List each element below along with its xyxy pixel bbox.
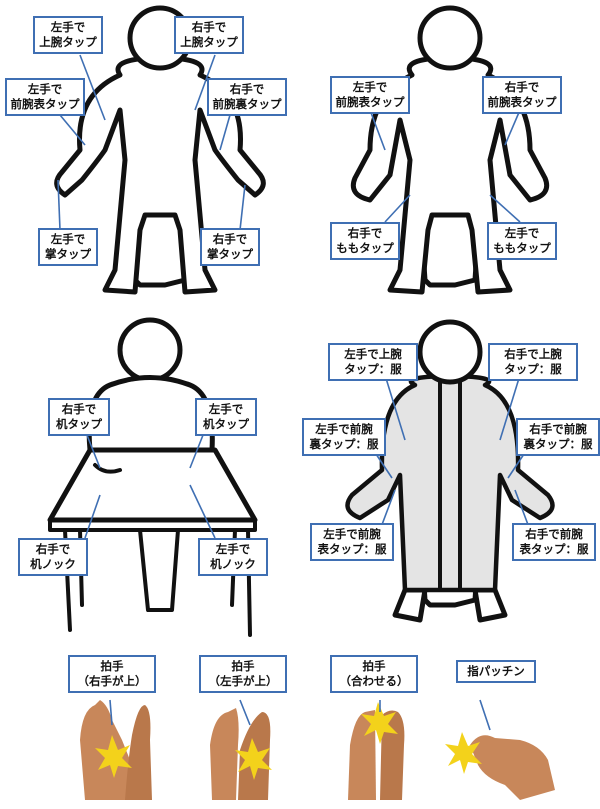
label-right-forearm-back-tap-clothes: 右手で前腕裏タップ：服 (516, 418, 600, 456)
label-left-upper-arm-tap-clothes: 左手で上腕タップ：服 (328, 343, 418, 381)
label-left-thigh-tap: 左手でももタップ (487, 222, 557, 260)
label-left-upper-arm-tap: 左手で上腕タップ (33, 16, 103, 54)
label-left-forearm-front-tap: 左手で前腕表タップ (5, 78, 85, 116)
label-right-desk-knock: 右手で机ノック (18, 538, 88, 576)
label-right-forearm-front-tap-clothes: 右手で前腕表タップ：服 (512, 523, 596, 561)
hands-row (80, 700, 555, 800)
label-clap-together: 拍手（合わせる） (330, 655, 418, 693)
label-left-forearm-back-tap-clothes: 左手で前腕裏タップ：服 (302, 418, 386, 456)
label-left-desk-knock: 左手で机ノック (198, 538, 268, 576)
figure-mid-left (47, 317, 258, 637)
label-right-thigh-tap: 右手でももタップ (330, 222, 400, 260)
label-clap-right-on-top: 拍手（右手が上） (68, 655, 156, 693)
label-right-forearm-back-tap: 右手で前腕裏タップ (207, 78, 287, 116)
spark-1 (95, 735, 132, 778)
label-left-forearm-front-tap-2: 左手で前腕表タップ (330, 76, 410, 114)
leader-lines (57, 54, 531, 731)
label-left-forearm-front-tap-clothes: 左手で前腕表タップ：服 (310, 523, 394, 561)
label-finger-snap: 指パッチン (456, 660, 536, 683)
label-right-desk-tap: 右手で机タップ (48, 398, 110, 436)
figure-top-right (350, 5, 550, 295)
figure-mid-right (345, 319, 555, 623)
label-left-desk-tap: 左手で机タップ (195, 398, 257, 436)
label-right-palm-tap: 右手で掌タップ (200, 228, 260, 266)
label-clap-left-on-top: 拍手（左手が上） (199, 655, 287, 693)
label-left-palm-tap: 左手で掌タップ (38, 228, 98, 266)
label-right-upper-arm-tap: 右手で上腕タップ (174, 16, 244, 54)
label-right-upper-arm-tap-clothes: 右手で上腕タップ：服 (488, 343, 578, 381)
spark-3 (361, 702, 398, 744)
label-right-forearm-front-tap: 右手で前腕表タップ (482, 76, 562, 114)
spark-4 (445, 732, 482, 774)
table (47, 447, 258, 523)
spark-2 (235, 738, 272, 780)
